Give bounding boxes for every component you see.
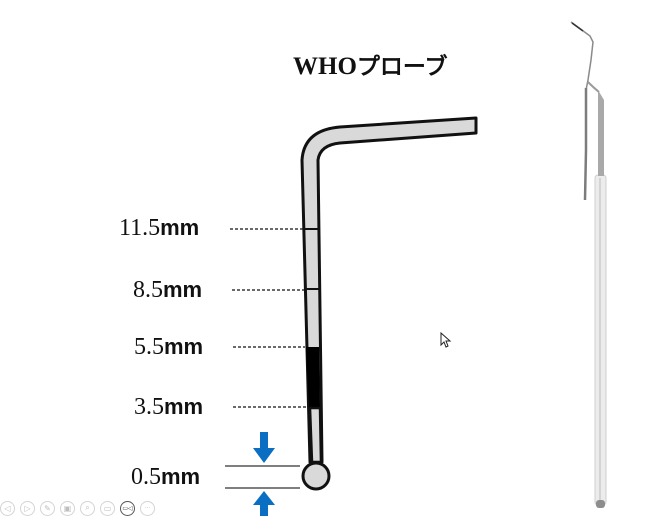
- subtitle-icon: ▭: [103, 503, 112, 513]
- next-button[interactable]: ▷: [20, 500, 35, 516]
- mouse-cursor-icon: [440, 332, 452, 348]
- camera-button[interactable]: ▭◁: [120, 500, 135, 516]
- pen-button[interactable]: ✎: [40, 500, 55, 516]
- slide-title: WHOプローブ: [293, 47, 448, 81]
- zoom-button[interactable]: ⌕: [80, 500, 95, 516]
- ball-tip: [301, 461, 331, 491]
- title-japanese: プローブ: [356, 54, 448, 80]
- slides-button[interactable]: ▣: [60, 500, 75, 516]
- title-latin: WHO: [293, 53, 357, 80]
- more-button[interactable]: ···: [140, 500, 155, 516]
- more-icon: ···: [144, 504, 151, 512]
- arrow-down-icon: [253, 432, 275, 463]
- label-0-5mm: 0.5mm: [131, 464, 201, 490]
- label-5-5mm: 5.5mm: [134, 334, 204, 360]
- pen-icon: ✎: [44, 503, 51, 513]
- black-band: [306, 347, 320, 407]
- next-icon: ▷: [24, 503, 31, 513]
- slides-icon: ▣: [63, 503, 72, 513]
- zoom-icon: ⌕: [85, 503, 90, 512]
- subtitle-button[interactable]: ▭: [100, 500, 115, 516]
- label-11-5mm: 11.5mm: [119, 215, 200, 241]
- camera-icon: ▭◁: [122, 504, 133, 512]
- label-3-5mm: 3.5mm: [134, 394, 204, 420]
- previous-button[interactable]: ◁: [0, 500, 15, 516]
- probe-photo: [570, 21, 607, 508]
- previous-icon: ◁: [4, 503, 11, 513]
- arrow-up-icon: [253, 491, 275, 516]
- presentation-toolbar: ◁ ▷ ✎ ▣ ⌕ ▭ ▭◁ ···: [0, 500, 155, 516]
- label-8-5mm: 8.5mm: [133, 277, 203, 303]
- probe-shaft: [300, 116, 478, 464]
